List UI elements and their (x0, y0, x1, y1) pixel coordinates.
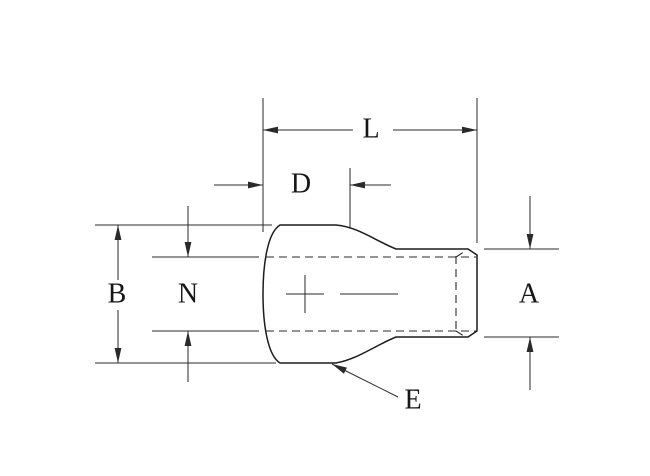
end-chamfer-hidden-top (455, 249, 468, 258)
dim-label-A: A (519, 279, 540, 310)
centerlines (286, 275, 398, 313)
hidden-bore-lines (266, 249, 476, 339)
dim-label-D: D (291, 169, 311, 200)
end-chamfer-hidden-bottom (455, 330, 468, 339)
dimension-lines (114, 126, 534, 398)
dim-label-B: B (108, 279, 127, 310)
dim-label-N: N (178, 279, 198, 310)
part-views (262, 224, 478, 364)
extension-lines (95, 98, 559, 364)
dim-label-L: L (362, 114, 379, 145)
dim-label-E: E (404, 385, 421, 416)
edge-leader-line (331, 363, 399, 398)
part-outline (262, 224, 478, 364)
dimension-labels: L D B N A E (108, 114, 540, 416)
